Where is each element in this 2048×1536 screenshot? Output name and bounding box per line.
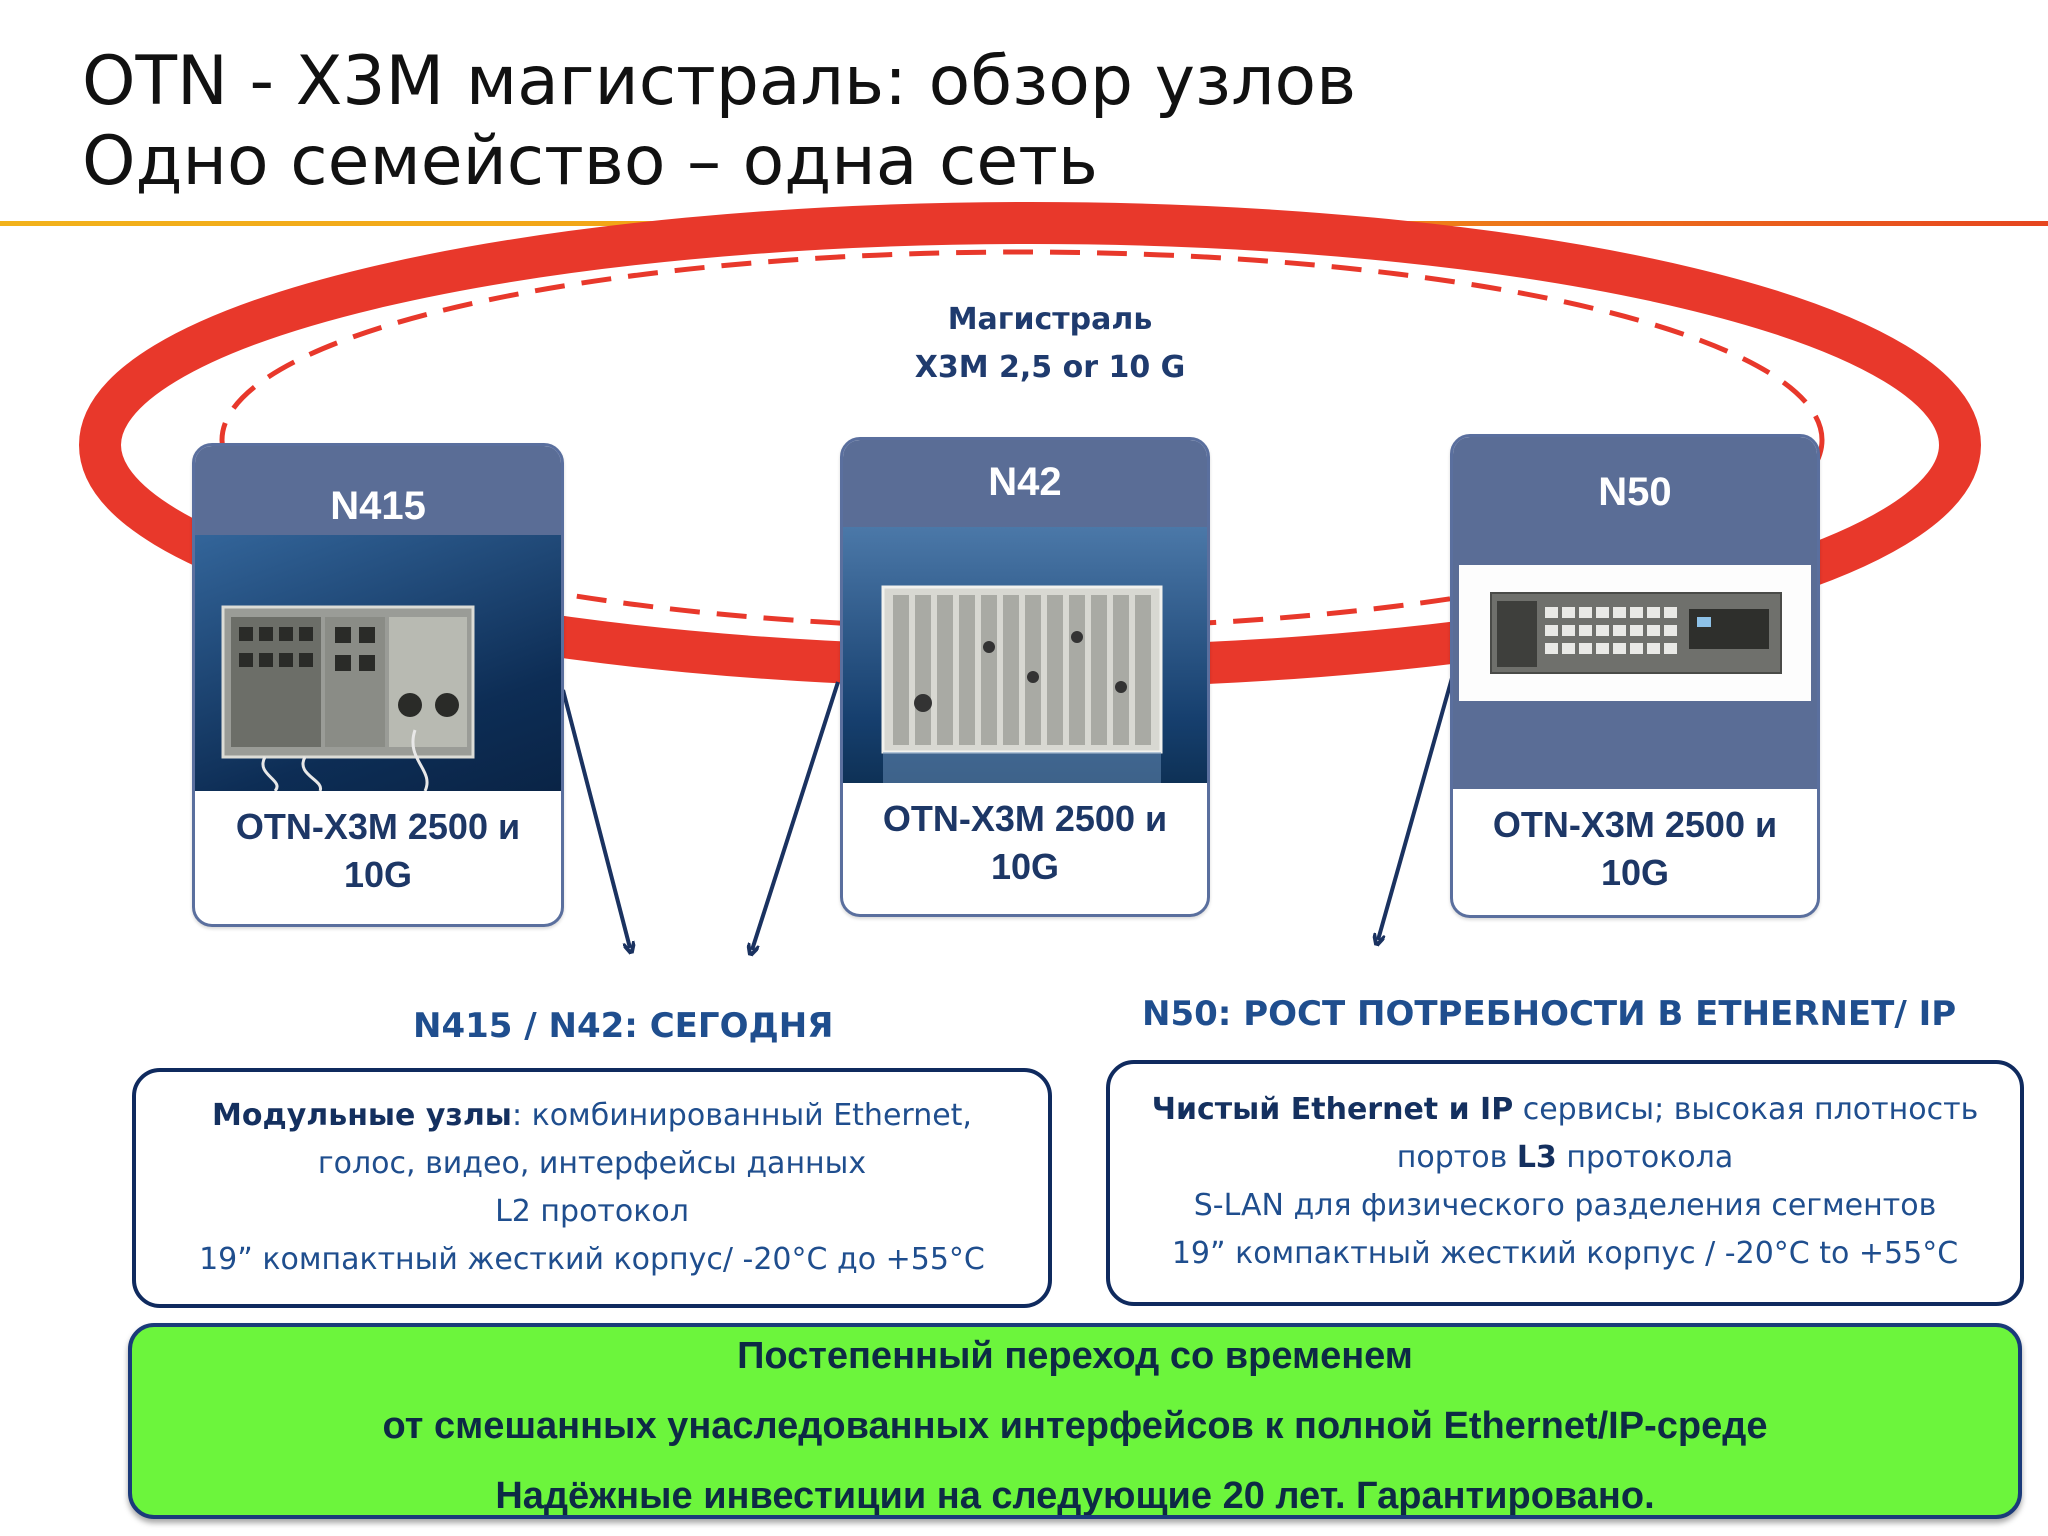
- backbone-label-line-1: Магистраль: [947, 302, 1153, 337]
- right-box-bold: Чистый Ethernet и IP: [1151, 1092, 1514, 1127]
- node-card-n415: N415 OTN-X3M 2500 и 10G: [192, 443, 564, 927]
- node-caption-line-2: 10G: [1600, 852, 1670, 893]
- arrow-n415: [561, 689, 630, 948]
- banner-line-2: от смешанных унаследованных интерфейсов …: [382, 1405, 1768, 1447]
- left-box-bold: Модульные узлы: [212, 1098, 512, 1133]
- node-caption-line-1: OTN-X3M 2500 и: [882, 798, 1168, 839]
- node-caption-line-2: 10G: [343, 854, 413, 895]
- node-caption: OTN-X3M 2500 и 10G: [843, 783, 1207, 891]
- left-box-line-2: голос, видео, интерфейсы данных: [317, 1146, 867, 1181]
- node-caption-line-2: 10G: [990, 846, 1060, 887]
- right-box-line-1: Чистый Ethernet и IP сервисы; высокая пл…: [1110, 1086, 2020, 1134]
- node-name: N42: [843, 440, 1207, 527]
- node-card-n50: N50 OTN-X3M 2500 и 10G: [1450, 434, 1820, 918]
- right-description-box: Чистый Ethernet и IP сервисы; высокая пл…: [1106, 1060, 2024, 1306]
- right-box-line-2-pre: портов: [1396, 1140, 1517, 1175]
- chassis-icon: [1490, 592, 1782, 674]
- right-section-heading: N50: РОСТ ПОТРЕБНОСТИ В ETHERNET/ IP: [1142, 994, 1957, 1034]
- node-name: N415: [195, 446, 561, 535]
- node-caption-line-1: OTN-X3M 2500 и: [235, 806, 521, 847]
- left-box-line-4: 19” компактный жесткий корпус/ -20°C до …: [199, 1242, 985, 1277]
- left-box-line-3: L2 протокол: [495, 1194, 689, 1229]
- right-box-line-1-rest: сервисы; высокая плотность: [1513, 1092, 1979, 1127]
- node-name: N50: [1453, 437, 1817, 565]
- arrow-n50: [1378, 677, 1454, 940]
- left-description-box: Модульные узлы: комбинированный Ethernet…: [132, 1068, 1052, 1308]
- backbone-label-line-2: X3M 2,5 or 10 G: [914, 350, 1186, 385]
- chassis-icon: [881, 585, 1163, 783]
- slide-title: OTN - X3M магистраль: обзор узлов Одно с…: [82, 42, 1356, 202]
- right-box-line-4: 19” компактный жесткий корпус / -20°C to…: [1171, 1236, 1959, 1271]
- right-box-l3: L3: [1516, 1140, 1557, 1175]
- device-image-n50: [1453, 565, 1817, 789]
- left-box-line-1-rest: : комбинированный Ethernet,: [511, 1098, 972, 1133]
- right-box-line-3: S-LAN для физического разделения сегмент…: [1193, 1188, 1937, 1223]
- right-box-line-2: портов L3 протокола: [1110, 1134, 2020, 1182]
- migration-banner: Постепенный переход со временем от смеша…: [128, 1323, 2022, 1519]
- backbone-label: Магистраль X3M 2,5 or 10 G: [860, 296, 1240, 392]
- device-image-n42: [843, 527, 1207, 783]
- device-image-n415: [195, 535, 561, 791]
- node-caption: OTN-X3M 2500 и 10G: [1453, 789, 1817, 897]
- title-line-2: Одно семейство – одна сеть: [82, 122, 1098, 201]
- node-caption: OTN-X3M 2500 и 10G: [195, 791, 561, 899]
- right-box-line-2-post: протокола: [1556, 1140, 1734, 1175]
- chassis-icon: [221, 605, 475, 791]
- left-section-heading: N415 / N42: СЕГОДНЯ: [413, 1006, 834, 1046]
- node-caption-line-1: OTN-X3M 2500 и: [1492, 804, 1778, 845]
- banner-line-1: Постепенный переход со временем: [737, 1335, 1413, 1377]
- left-box-line-1: Модульные узлы: комбинированный Ethernet…: [136, 1092, 1048, 1140]
- banner-line-3: Надёжные инвестиции на следующие 20 лет.…: [495, 1475, 1655, 1517]
- arrow-n42: [752, 681, 840, 950]
- title-line-1: OTN - X3M магистраль: обзор узлов: [82, 42, 1357, 121]
- node-card-n42: N42 OTN-X3M 2500 и 10G: [840, 437, 1210, 917]
